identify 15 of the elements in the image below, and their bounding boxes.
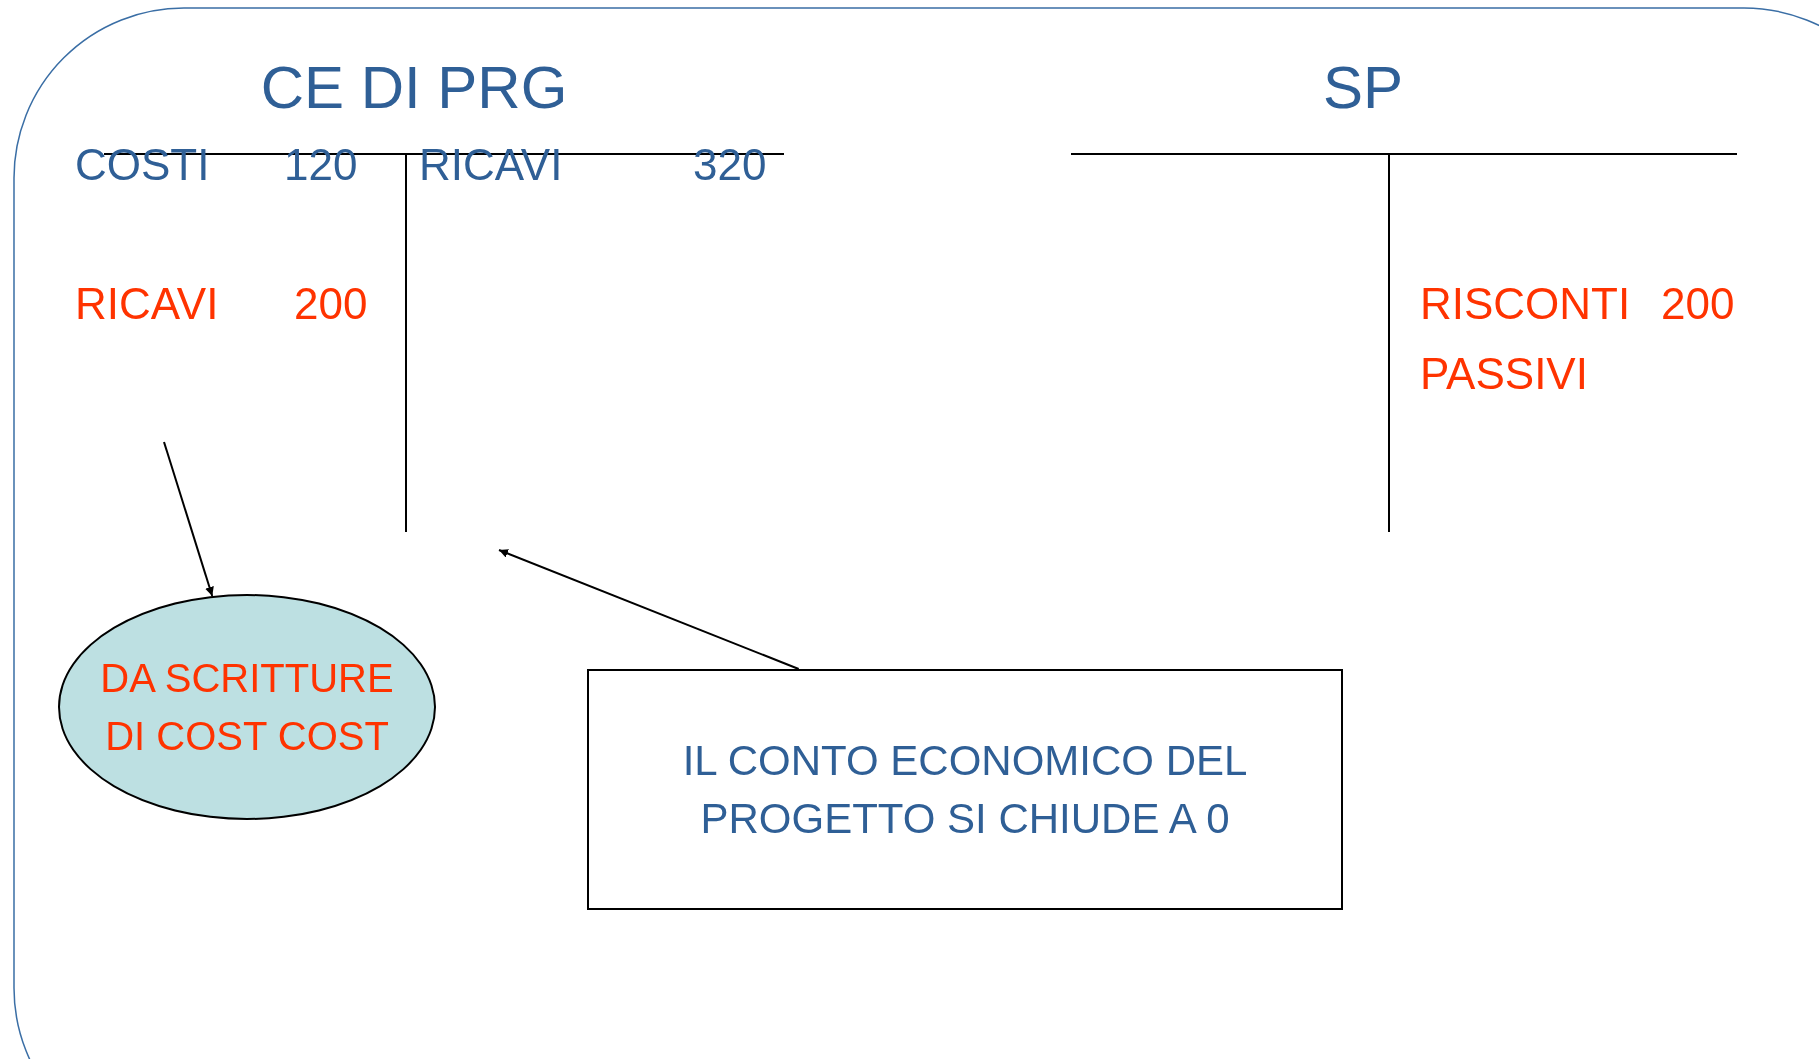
- account-entry: RICAVI: [419, 140, 563, 190]
- account-entry: COSTI: [75, 140, 210, 190]
- node-text: DA SCRITTURE DI COST COST: [99, 655, 395, 760]
- arrow: [163, 441, 214, 597]
- amount: 200: [1661, 279, 1735, 329]
- account-entry: RICAVI: [75, 279, 219, 329]
- amount: 200: [294, 279, 368, 329]
- amount: 320: [693, 140, 767, 190]
- column-heading: SP: [1323, 52, 1403, 122]
- arrow: [498, 549, 800, 670]
- column-heading: CE DI PRG: [260, 52, 568, 122]
- amount: 120: [284, 140, 358, 190]
- note-box: [587, 669, 1343, 910]
- node-text: IL CONTO ECONOMICO DEL PROGETTO SI CHIUDE A 0: [681, 735, 1249, 844]
- account-entry: RISCONTI PASSIVI: [1420, 278, 1632, 400]
